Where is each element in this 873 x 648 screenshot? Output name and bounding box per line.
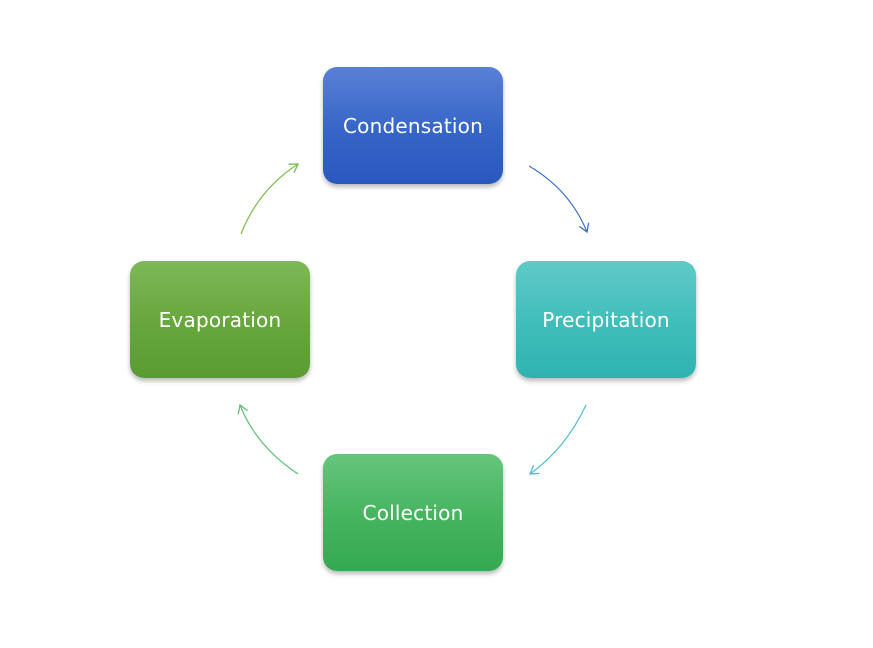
node-collection-label: Collection bbox=[362, 500, 464, 525]
arrow-condensation-to-precipitation bbox=[528, 165, 590, 234]
arrow-precipitation-to-collection bbox=[529, 404, 587, 475]
node-evaporation-label: Evaporation bbox=[158, 307, 282, 332]
node-evaporation: Evaporation bbox=[130, 261, 310, 378]
node-collection: Collection bbox=[323, 454, 503, 571]
arrow-collection-to-evaporation bbox=[237, 403, 299, 475]
node-precipitation-label: Precipitation bbox=[542, 307, 670, 332]
node-condensation-label: Condensation bbox=[343, 113, 483, 138]
node-precipitation: Precipitation bbox=[516, 261, 696, 378]
node-condensation: Condensation bbox=[323, 67, 503, 184]
arrow-evaporation-to-condensation bbox=[240, 163, 300, 235]
